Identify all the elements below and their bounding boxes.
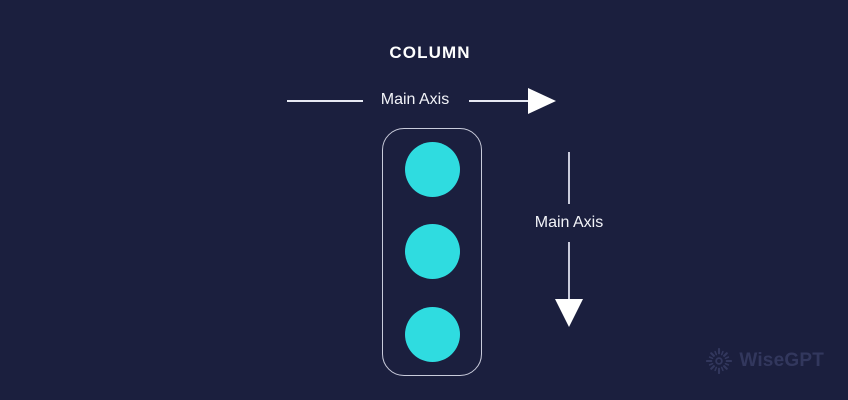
vertical-axis-label: Main Axis	[534, 214, 604, 231]
page-title: COLUMN	[389, 43, 471, 62]
horizontal-axis-line-right	[469, 100, 529, 102]
watermark: WiseGPT	[706, 348, 824, 374]
list-item	[404, 224, 460, 280]
arrow-right-icon	[528, 88, 556, 114]
watermark-text: WiseGPT	[739, 350, 824, 371]
list-item	[404, 141, 460, 197]
vertical-axis-line-bottom	[568, 242, 570, 300]
starburst-icon	[706, 348, 733, 374]
column-container-box	[382, 128, 482, 376]
arrow-down-icon	[555, 299, 583, 327]
vertical-axis-line-top	[568, 152, 570, 204]
horizontal-main-axis: Main Axis	[287, 88, 557, 114]
horizontal-axis-line-left	[287, 100, 363, 102]
horizontal-axis-label: Main Axis	[380, 91, 450, 108]
list-item	[404, 307, 460, 363]
column-items-stack	[382, 128, 482, 376]
vertical-main-axis: Main Axis	[506, 152, 632, 330]
